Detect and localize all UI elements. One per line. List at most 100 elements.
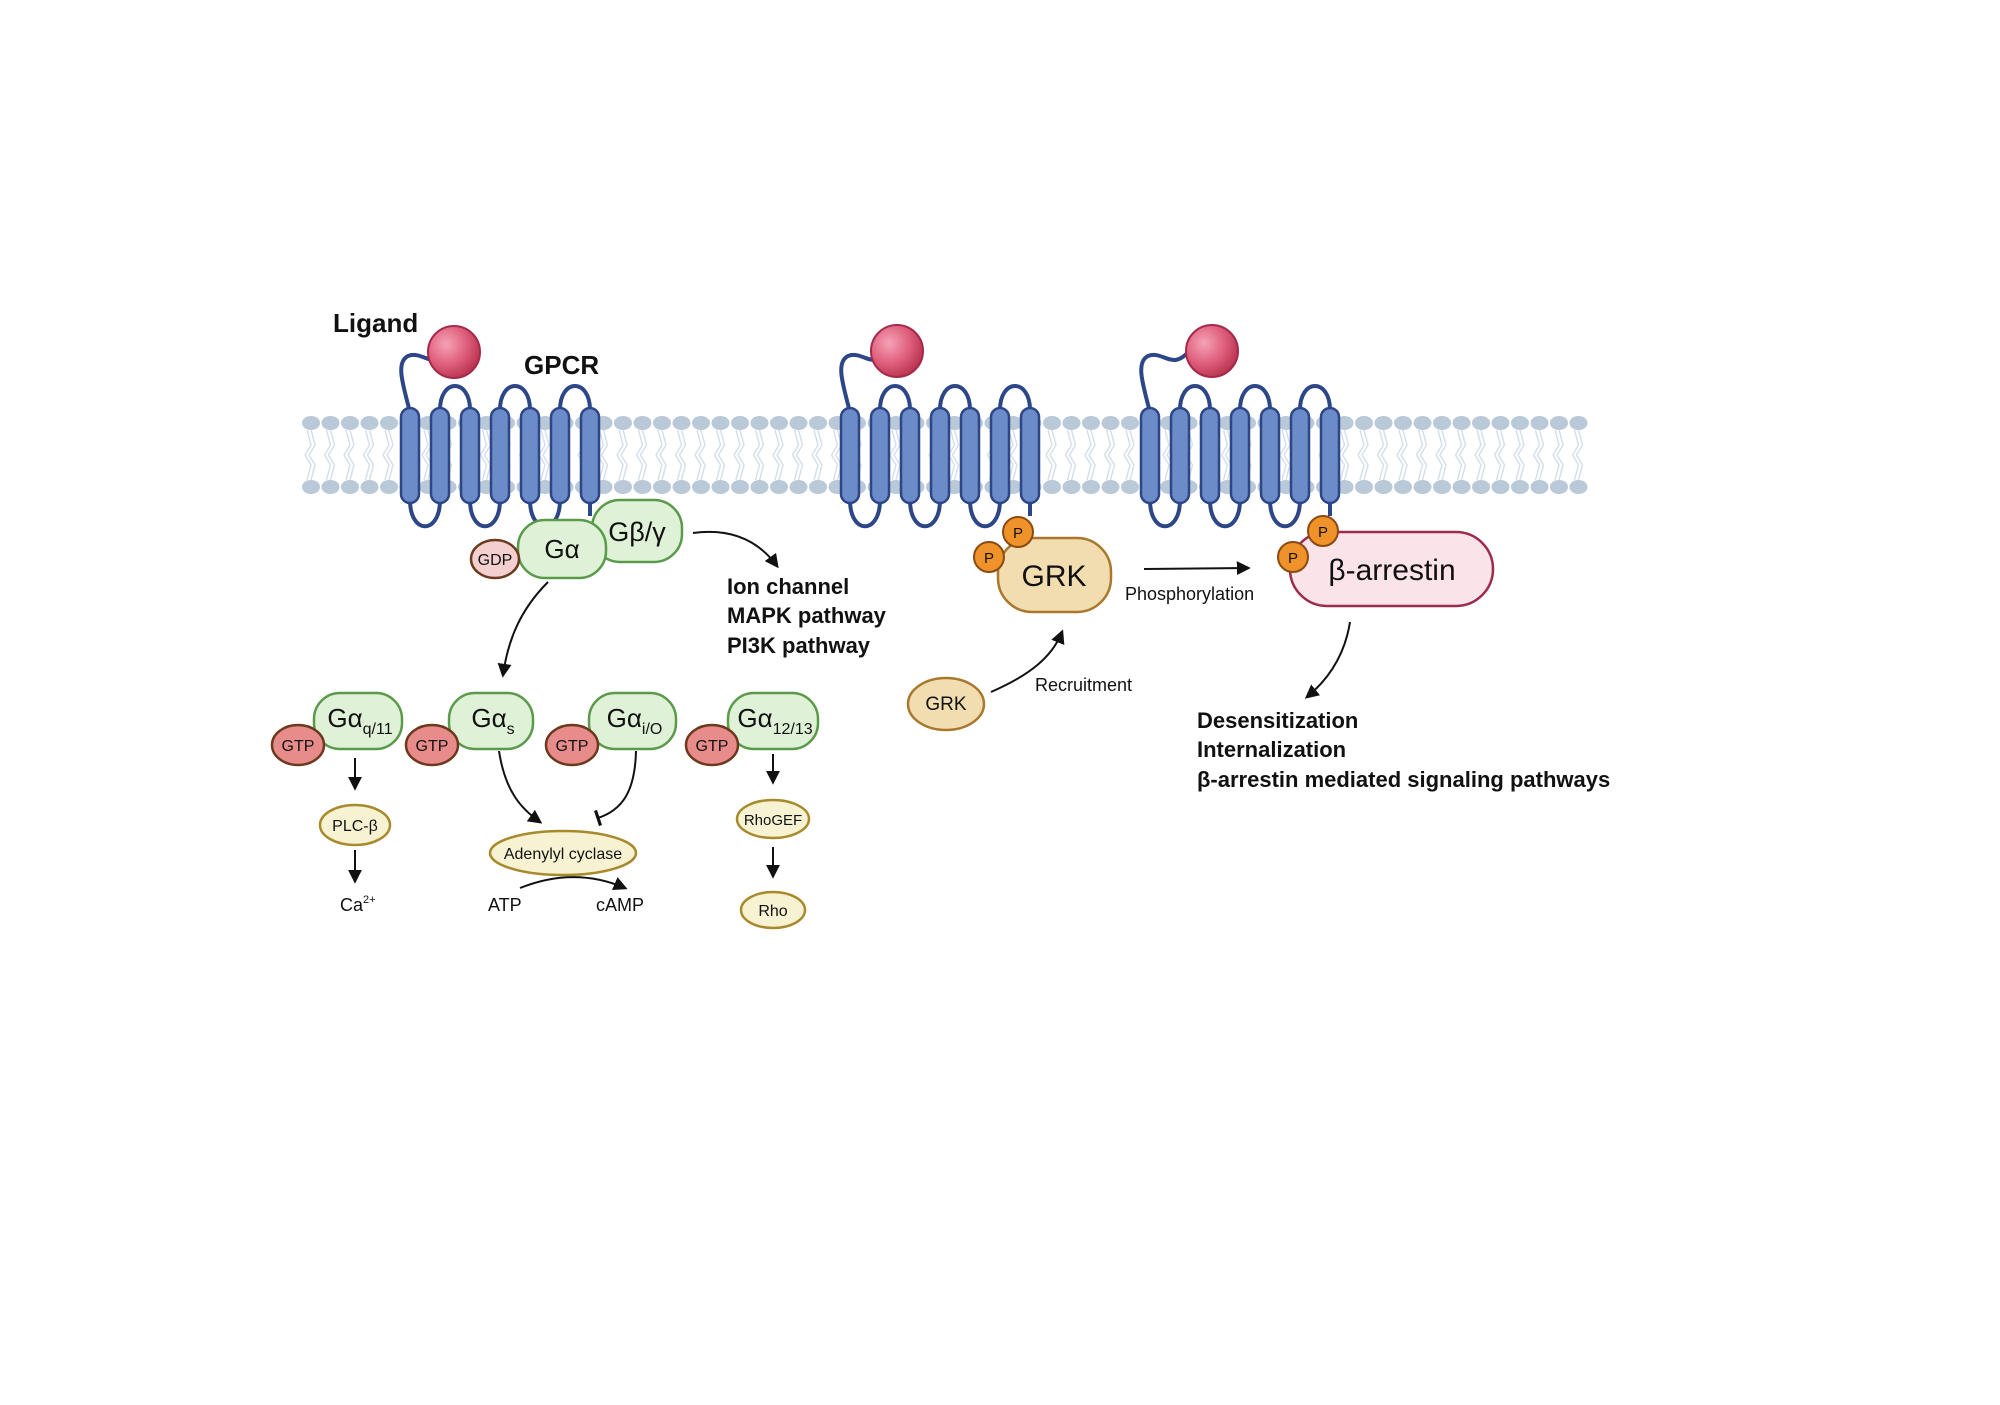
lipid-tail [600, 429, 609, 456]
lipid-tail [1458, 429, 1467, 456]
gtp-label: GTP [556, 738, 589, 755]
lipid-tail [386, 429, 394, 456]
lipid-head [321, 480, 340, 494]
arrow-recruitment [990, 629, 1065, 693]
lipid-tail [1400, 429, 1408, 456]
extracellular-loop [558, 384, 592, 411]
lipid-head [672, 480, 691, 494]
lipid-tail [1162, 429, 1170, 456]
transmembrane-helix [839, 406, 861, 505]
lipid-tail [1107, 454, 1116, 481]
lipid-tail [366, 454, 375, 481]
gpcr-receptors [399, 348, 1341, 529]
g-alpha-subunit-shape [312, 691, 404, 751]
lipid-tail [1536, 429, 1545, 456]
intracellular-loop [1208, 499, 1242, 529]
lipid-tail [1049, 429, 1057, 456]
lipid-tail [1220, 429, 1229, 456]
arrow-to-pathways [692, 530, 779, 569]
lipid-tail [1010, 429, 1018, 456]
lipid-tail [421, 454, 429, 481]
gtp-label: GTP [416, 738, 449, 755]
rhogef-label: RhoGEF [744, 812, 802, 829]
lipid-tail [538, 454, 546, 481]
lipid-head [1394, 416, 1412, 430]
extracellular-loop [1298, 384, 1332, 411]
lipid-tail [756, 429, 765, 456]
lipid-tail [756, 454, 765, 481]
lipid-tail [1435, 454, 1443, 481]
lipid-head [380, 480, 398, 494]
plc-beta-shape [318, 803, 392, 847]
gdp-label: GDP [478, 552, 513, 569]
phosphorylation-label: Phosphorylation [1125, 584, 1254, 604]
lipid-head [809, 416, 827, 430]
lipid-tail [304, 454, 312, 481]
lipid-head [1530, 480, 1549, 494]
lipid-tail [951, 454, 960, 481]
lipid-head [1491, 480, 1510, 494]
lipid-head [1394, 480, 1412, 494]
pathway-item: MAPK pathway [727, 603, 887, 628]
lipid-head [360, 480, 379, 494]
lipid-tail [815, 454, 823, 481]
lipid-tail [791, 454, 800, 481]
lipid-tail [1552, 429, 1560, 456]
lipid-tail [655, 454, 663, 481]
lipid-tail [1064, 454, 1073, 481]
lipid-tail [1162, 454, 1170, 481]
transmembrane-helix [579, 406, 601, 505]
lipid-tail [1088, 429, 1096, 456]
lipid-tail [776, 429, 784, 456]
transmembrane-helix [429, 406, 451, 505]
lipid-tail [889, 429, 897, 456]
lipid-tail [811, 454, 819, 481]
lipid-tail [1376, 429, 1385, 456]
gtp-shape [684, 723, 740, 767]
rho-shape [739, 890, 807, 930]
transmembrane-helix [1169, 406, 1191, 505]
lipid-tail [343, 429, 351, 456]
lipid-tail [1084, 454, 1092, 481]
lipid-tail [1380, 429, 1389, 456]
lipid-tail [1341, 454, 1350, 481]
lipid-tail [1337, 454, 1346, 481]
lipid-tail [639, 429, 648, 456]
lipid-head [1511, 480, 1529, 494]
lipid-tail [737, 454, 745, 481]
g-alpha-subunit-label: Gα12/13 [737, 703, 812, 738]
lipid-tail [1279, 429, 1287, 456]
lipid-tail [538, 429, 546, 456]
intracellular-loop [468, 499, 502, 529]
pathway-item: Ion channel [727, 574, 849, 599]
transmembrane-helix [1019, 406, 1041, 505]
lipid-tail [327, 454, 336, 481]
extracellular-loop [998, 384, 1032, 411]
phospho-label: P [984, 550, 994, 567]
lipid-head [1530, 416, 1549, 430]
lipid-tail [947, 454, 956, 481]
lipid-tail [678, 429, 687, 456]
gtp-shape [544, 723, 600, 767]
ligand-sphere [1185, 324, 1239, 378]
extracellular-loop [438, 384, 472, 411]
lipid-head [302, 480, 320, 494]
lipid-tail [694, 454, 702, 481]
lipid-head [692, 416, 710, 430]
transmembrane-helix [929, 406, 951, 505]
lipid-tail [947, 429, 956, 456]
lipid-tail [1497, 454, 1506, 481]
lipid-head [711, 480, 730, 494]
lipid-tail [386, 454, 394, 481]
phospho-site [973, 541, 1005, 573]
lipid-tail [659, 429, 667, 456]
rhogef-shape [735, 798, 811, 840]
lipid-head [360, 416, 379, 430]
lipid-tail [1068, 429, 1077, 456]
transmembrane-helix [1259, 406, 1281, 505]
gpcr-label: GPCR [524, 350, 599, 380]
lipid-tail [1361, 429, 1369, 456]
lipid-tail [713, 454, 722, 481]
